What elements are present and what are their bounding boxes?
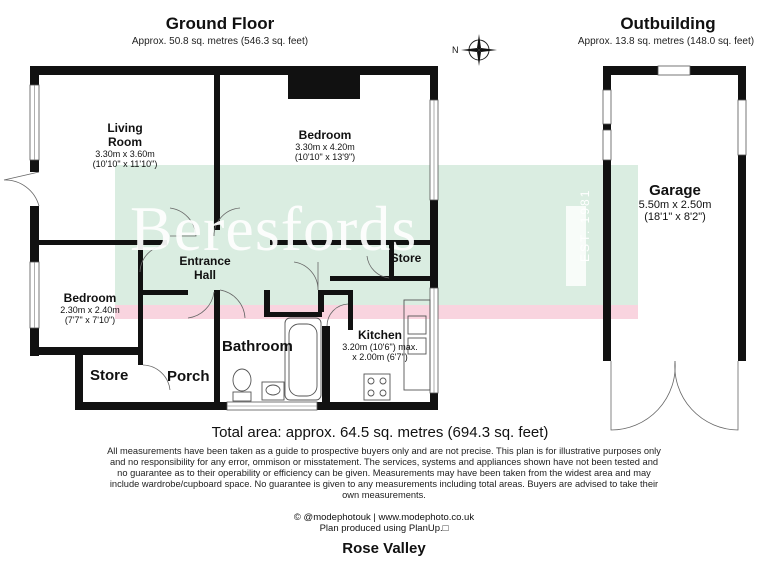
entrance-hall-name-2: Hall bbox=[193, 268, 216, 282]
living-room-label: Living Room 3.30m x 3.60m (10'10" x 11'1… bbox=[60, 121, 190, 169]
door-swings bbox=[3, 171, 390, 391]
total-area: Total area: approx. 64.5 sq. metres (694… bbox=[211, 424, 549, 441]
watermark-divider bbox=[566, 206, 586, 286]
credits-line-2: Plan produced using PlanUp.□ bbox=[319, 523, 449, 534]
living-room-dims: 3.30m x 3.60m bbox=[95, 149, 155, 159]
disclaimer-line: no guarantee as to their operability or … bbox=[117, 468, 651, 478]
disclaimer-line: All measurements have been taken as a gu… bbox=[107, 446, 661, 456]
disclaimer-line: own measurements. bbox=[342, 490, 426, 500]
watermark-band-pink bbox=[115, 305, 638, 319]
window-lines bbox=[34, 85, 435, 407]
store-right-label: Store bbox=[390, 251, 422, 265]
bedroom-1-dims: 3.30m x 4.20m bbox=[295, 142, 355, 152]
property-name: Rose Valley bbox=[342, 540, 426, 557]
ground-floor-area: Approx. 50.8 sq. metres (546.3 sq. feet) bbox=[131, 36, 309, 47]
garage-label: Garage 5.50m x 2.50m (18'1" x 8'2") bbox=[615, 182, 735, 223]
bathroom-fixtures bbox=[232, 317, 322, 402]
kitchen-dims-2: x 2.00m (6'7") bbox=[352, 352, 408, 362]
kitchen-name: Kitchen bbox=[357, 328, 402, 342]
compass-rose: N bbox=[452, 34, 497, 66]
living-room-dims-imperial: (10'10" x 11'10") bbox=[92, 159, 158, 169]
outbuilding-title: Outbuilding bbox=[620, 14, 716, 33]
garage-doors bbox=[610, 360, 739, 431]
garage-name: Garage bbox=[649, 182, 701, 199]
bedroom-2-name: Bedroom bbox=[63, 291, 117, 305]
bedroom-2-dims: 2.30m x 2.40m bbox=[60, 305, 120, 315]
watermark-text: Beresfords bbox=[130, 193, 418, 264]
porch-label: Porch bbox=[167, 368, 210, 385]
bathroom-label: Bathroom bbox=[222, 338, 293, 355]
disclaimer: All measurements have been taken as a gu… bbox=[84, 446, 684, 501]
outbuilding-area: Approx. 13.8 sq. metres (148.0 sq. feet) bbox=[577, 36, 755, 47]
credits-line-1: © @modephotouk | www.modephoto.co.uk bbox=[293, 512, 475, 523]
watermark-side-text: EST. 1981 bbox=[578, 188, 592, 262]
bedroom-2-dims-imperial: (7'7" x 7'10") bbox=[64, 315, 116, 325]
credits: © @modephotouk | www.modephoto.co.uk Pla… bbox=[234, 512, 534, 534]
kitchen-fixtures bbox=[363, 299, 431, 401]
bedroom-1-label: Bedroom 3.30m x 4.20m (10'10" x 13'9") bbox=[260, 128, 390, 162]
living-room-name-2: Room bbox=[108, 135, 142, 149]
watermark-band-green bbox=[115, 165, 638, 305]
store-left-label: Store bbox=[90, 367, 129, 384]
entrance-hall-label: Entrance Hall bbox=[165, 254, 245, 282]
disclaimer-line: and no responsibility for any error, omm… bbox=[109, 457, 659, 467]
bedroom-1-name: Bedroom bbox=[298, 128, 352, 142]
entrance-hall-name-1: Entrance bbox=[179, 254, 231, 268]
north-letter: N bbox=[452, 45, 459, 55]
disclaimer-line: include wardrobe/cupboard space. No guar… bbox=[109, 479, 659, 489]
outbuilding-windows bbox=[602, 65, 747, 161]
garage-dims-imperial: (18'1" x 8'2") bbox=[644, 211, 706, 223]
kitchen-label: Kitchen 3.20m (10'6") max. x 2.00m (6'7"… bbox=[330, 328, 430, 362]
ground-floor-title: Ground Floor bbox=[165, 14, 275, 33]
garage-dims: 5.50m x 2.50m bbox=[638, 199, 712, 211]
bedroom-1-dims-imperial: (10'10" x 13'9") bbox=[294, 152, 356, 162]
kitchen-dims: 3.20m (10'6") max. bbox=[342, 342, 418, 352]
bedroom-2-label: Bedroom 2.30m x 2.40m (7'7" x 7'10") bbox=[40, 291, 140, 325]
living-room-name-1: Living bbox=[107, 121, 143, 135]
